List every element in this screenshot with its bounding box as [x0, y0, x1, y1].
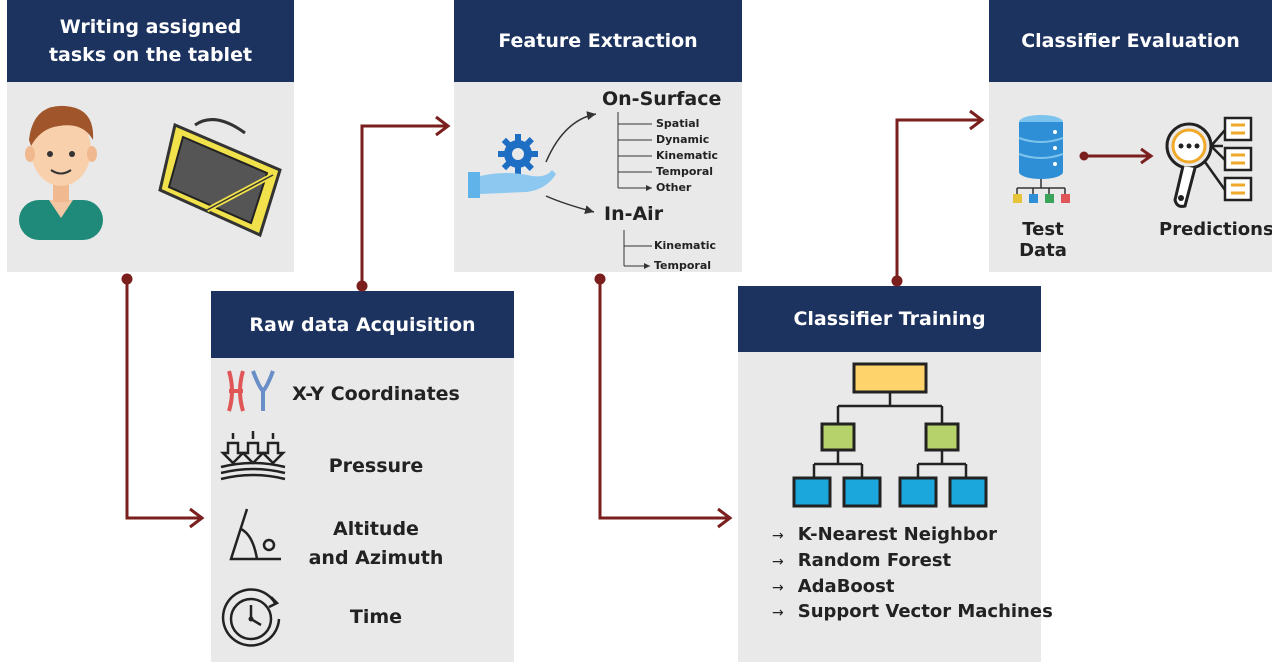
classifier-item: →Random Forest — [772, 550, 952, 571]
test-data-label: Test Data — [1019, 219, 1067, 261]
pressure-icon — [219, 431, 287, 481]
on-surface-label: On-Surface — [602, 88, 722, 110]
training-header: Classifier Training — [738, 286, 1041, 352]
training-box: Classifier Training →K-Nearest Neighbor … — [738, 286, 1053, 662]
raw-item-time: Time — [349, 606, 403, 628]
classifier-item: →K-Nearest Neighbor — [772, 524, 997, 545]
clock-icon — [221, 588, 281, 647]
raw-data-box: Raw data Acquisition X-Y Coordinates Pre… — [211, 291, 514, 662]
tree-icon — [792, 362, 988, 508]
raw-item-xy: X-Y Coordinates — [292, 383, 460, 405]
gear-hand-icon — [468, 134, 556, 198]
classifier-item: →Support Vector Machines — [772, 601, 1053, 622]
arrow-feature-to-training — [598, 279, 728, 520]
in-air-item: Kinematic — [654, 239, 717, 252]
angle-icon — [229, 508, 281, 561]
evaluation-header: Classifier Evaluation — [989, 0, 1272, 82]
on-surface-item: Dynamic — [656, 133, 710, 146]
tablet-icon — [158, 118, 282, 238]
database-icon — [1013, 115, 1070, 203]
evaluation-box: Classifier Evaluation T — [989, 0, 1272, 272]
in-air-item: Temporal — [654, 259, 712, 272]
classifier-item: →AdaBoost — [772, 576, 895, 597]
predictions-label: Predictions — [1159, 219, 1272, 240]
on-surface-item: Temporal — [656, 165, 714, 178]
raw-item-angle: Altitude and Azimuth — [308, 518, 444, 569]
arrow-writing-to-raw — [125, 279, 200, 520]
on-surface-item: Kinematic — [656, 149, 719, 162]
arrow-raw-to-feature — [360, 124, 446, 286]
on-surface-item: Other — [656, 181, 692, 194]
feature-box: Feature Extraction On-Surface Spatial Dy… — [454, 0, 742, 272]
arrow-training-to-eval — [895, 118, 980, 281]
predictions-icon — [1165, 116, 1253, 208]
raw-data-header: Raw data Acquisition — [211, 291, 514, 358]
xy-icon — [227, 370, 275, 412]
feature-header: Feature Extraction — [454, 0, 742, 82]
eval-arrow — [1079, 147, 1154, 165]
writing-box: Writing assigned tasks on the tablet — [7, 0, 294, 272]
in-air-label: In-Air — [604, 203, 664, 225]
on-surface-item: Spatial — [656, 117, 700, 130]
raw-item-pressure: Pressure — [328, 455, 424, 477]
writing-header: Writing assigned tasks on the tablet — [7, 0, 294, 82]
feature-curves — [545, 111, 742, 272]
person-icon — [19, 105, 103, 240]
